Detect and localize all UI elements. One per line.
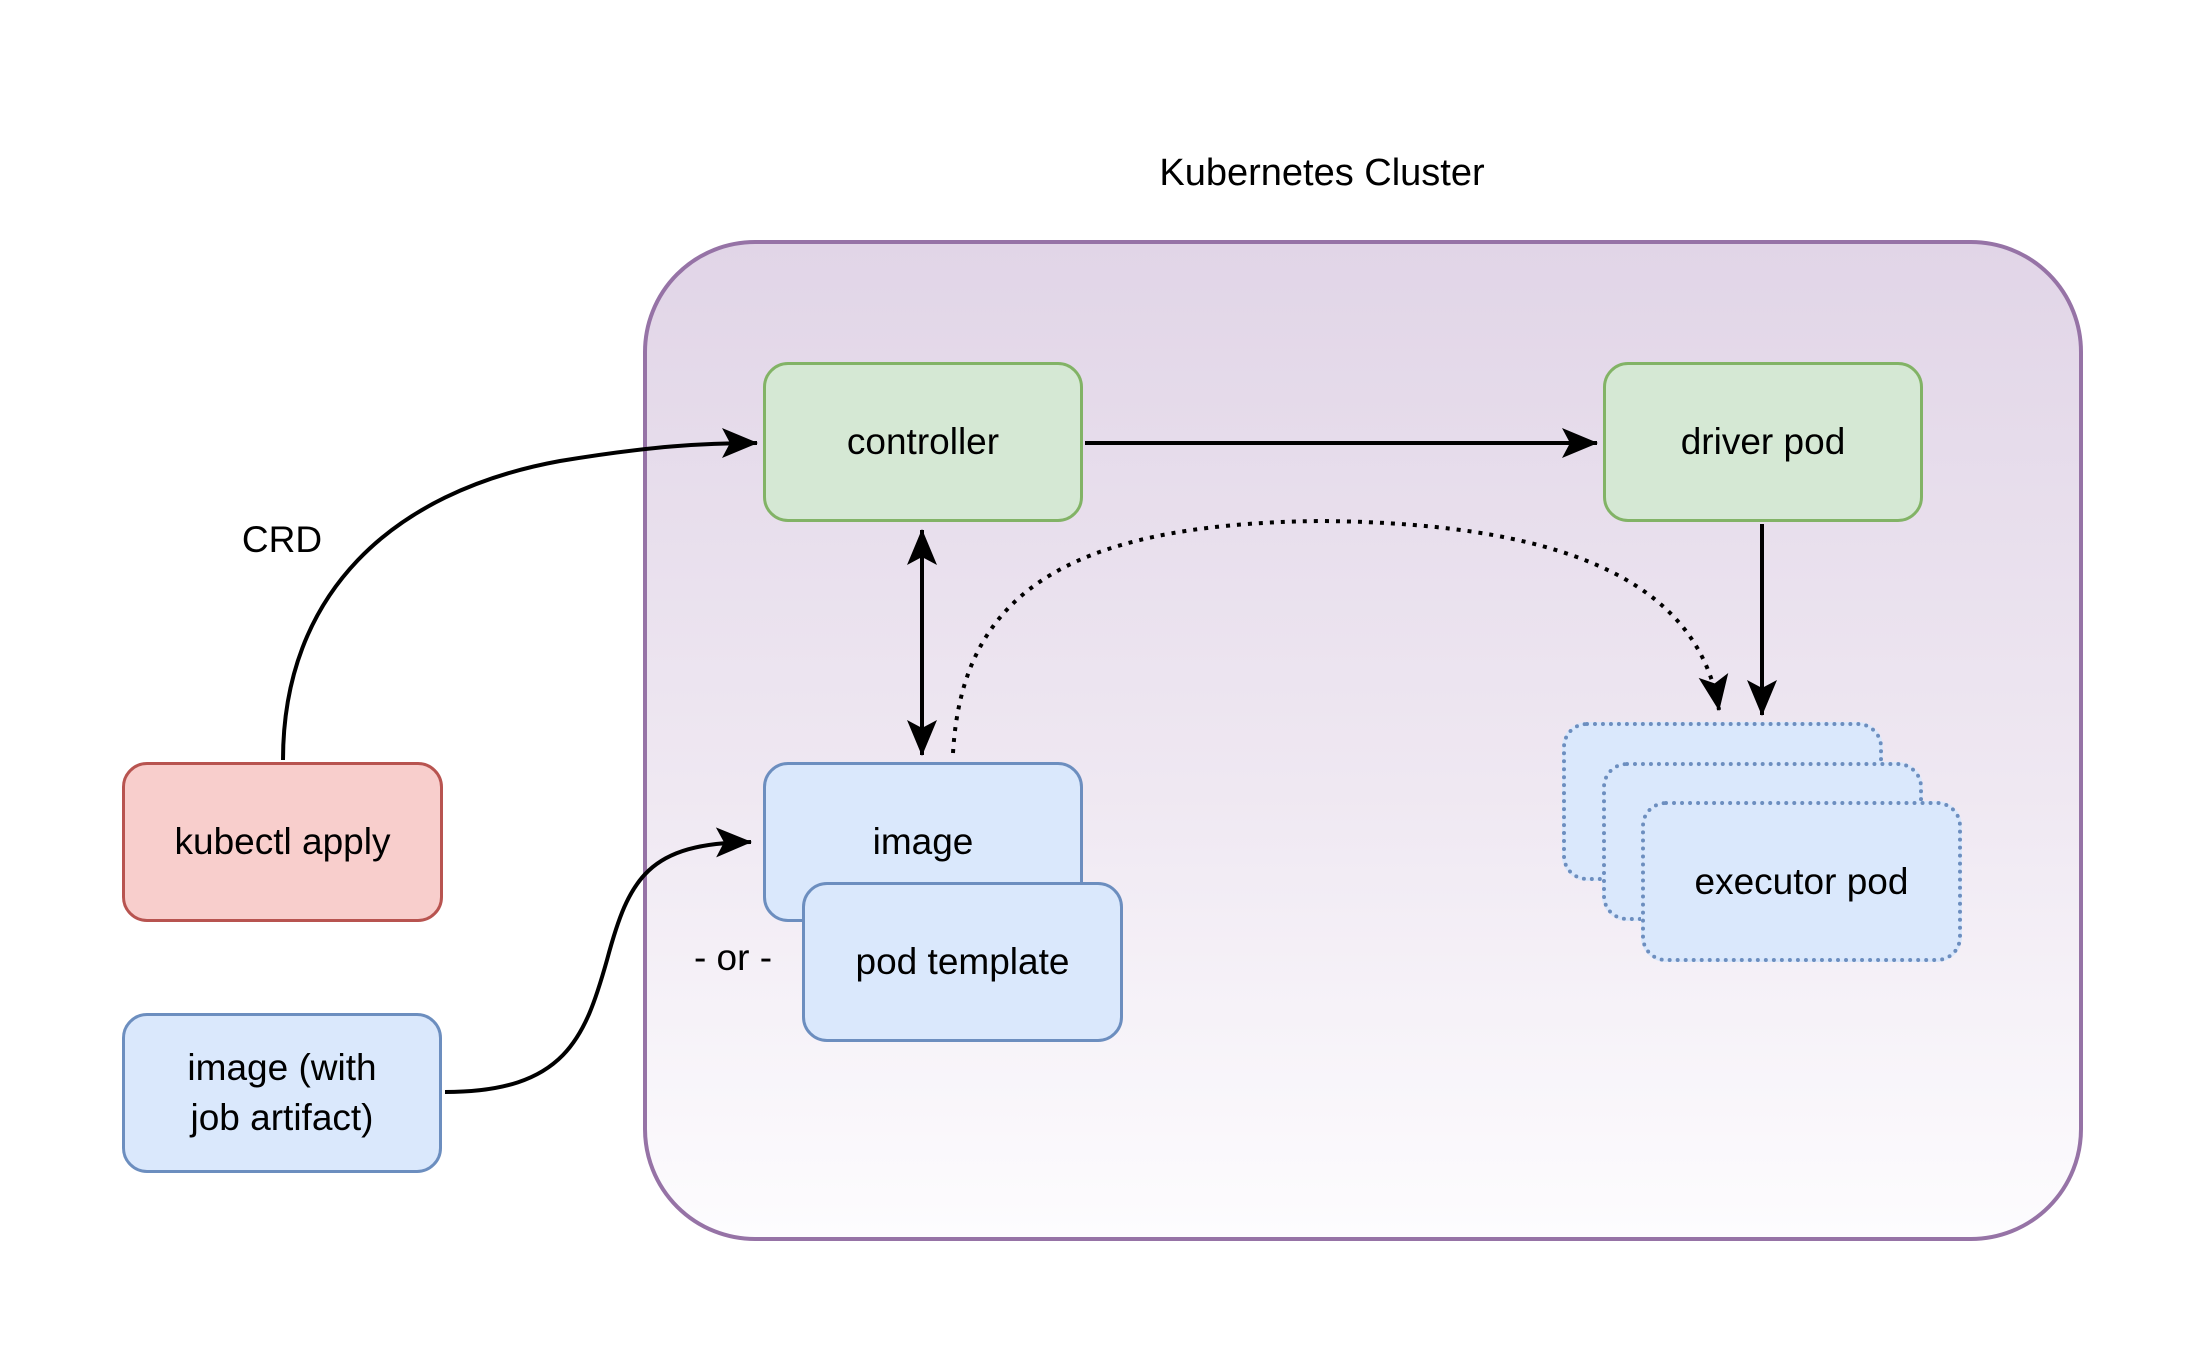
node-controller-label: controller: [846, 421, 1000, 462]
node-pod-template: pod template: [802, 882, 1123, 1042]
label-line-1: image (with: [187, 1047, 377, 1088]
edge-label-or: - or -: [693, 937, 773, 978]
label-line-2: job artifact): [190, 1097, 374, 1138]
node-executor-pod-label: executor pod: [1694, 860, 1909, 902]
node-controller: controller: [763, 362, 1083, 522]
node-driver-pod-label: driver pod: [1680, 421, 1846, 462]
node-image-with-job-artifact-label: image (with job artifact): [187, 1043, 376, 1143]
node-kubectl-apply: kubectl apply: [122, 762, 443, 922]
edge-label-crd: CRD: [241, 519, 323, 560]
node-image-with-job-artifact: image (with job artifact): [122, 1013, 442, 1173]
node-image-label: image: [872, 821, 974, 862]
node-driver-pod: driver pod: [1603, 362, 1923, 522]
node-executor-pod-front: executor pod: [1641, 801, 1962, 962]
node-kubectl-apply-label: kubectl apply: [174, 821, 391, 862]
cluster-title: Kubernetes Cluster: [1159, 152, 1485, 194]
node-pod-template-label: pod template: [855, 941, 1070, 982]
